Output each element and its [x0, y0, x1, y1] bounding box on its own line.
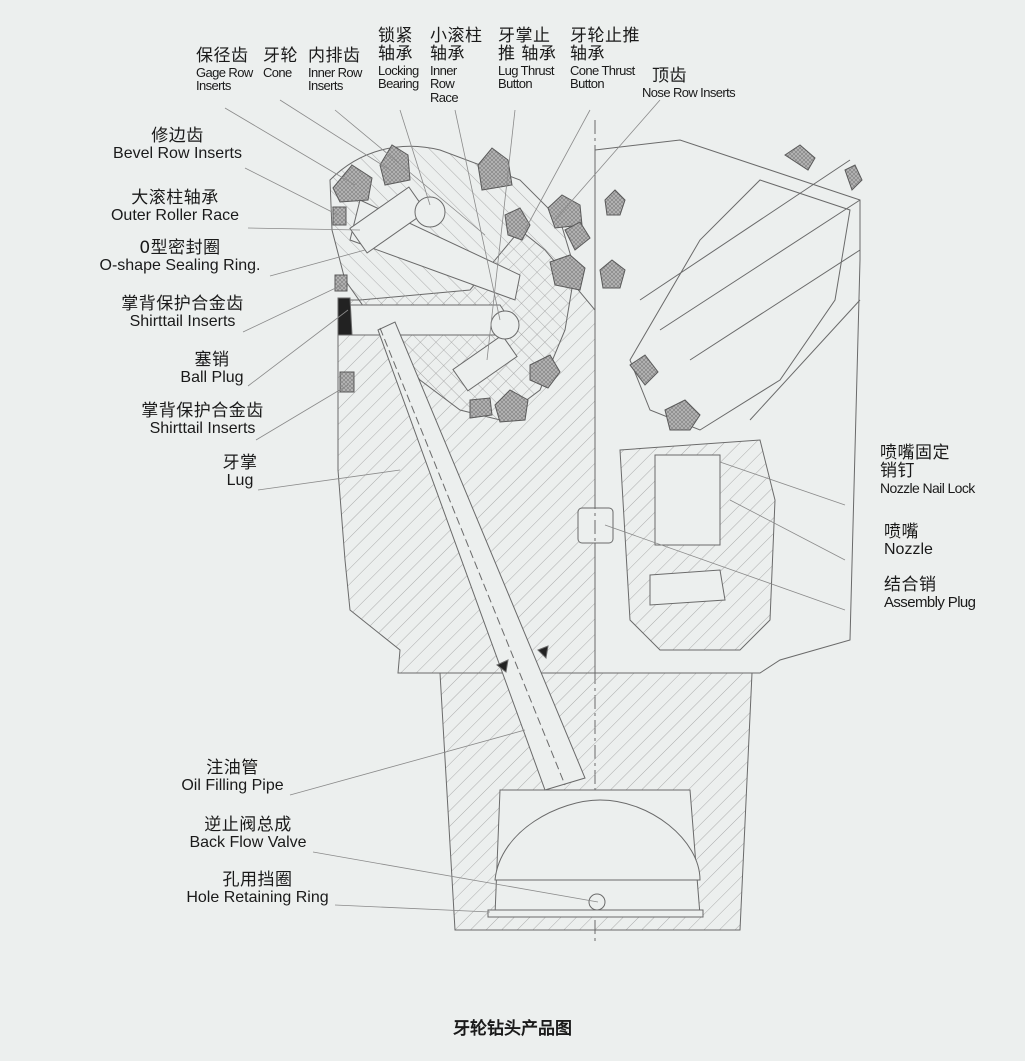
label-nose-row-inserts: 顶齿 Nose Row Inserts	[642, 66, 742, 100]
label-assembly-zh: 结合销	[884, 575, 937, 595]
locking-ball	[414, 196, 446, 228]
label-inner-race-en: Inner Row Race	[430, 62, 459, 105]
label-oring-en: O-shape Sealing Ring.	[99, 256, 261, 274]
label-shirttail1-en: Shirttail Inserts	[129, 312, 236, 330]
label-lug-thrust-en: Lug Thrust Button	[498, 62, 555, 92]
nozzle-bore	[654, 454, 721, 546]
oil-filling-pipe	[377, 321, 586, 791]
label-o-ring: 0型密封圈 O-shape Sealing Ring.	[85, 238, 275, 275]
label-shirttail2-en: Shirttail Inserts	[149, 419, 256, 437]
label-assembly-en: Assembly Plug	[884, 593, 976, 611]
label-nozzle-en: Nozzle	[884, 540, 933, 558]
label-oil-pipe-en: Oil Filling Pipe	[181, 776, 284, 794]
label-oil-pipe: 注油管 Oil Filling Pipe	[170, 758, 295, 795]
label-locking-zh: 锁紧 轴承	[378, 26, 413, 64]
label-ball-plug-en: Ball Plug	[180, 368, 244, 386]
label-cone-thrust: 牙轮止推 轴承 Cone Thrust Button	[570, 26, 650, 92]
label-outer-race-en: Outer Roller Race	[110, 206, 240, 224]
figure-caption: 牙轮钻头产品图	[453, 1019, 572, 1039]
label-oil-pipe-zh: 注油管	[206, 758, 259, 778]
label-back-flow: 逆止阀总成 Back Flow Valve	[178, 815, 318, 852]
label-gage-en: Gage Row Inserts	[196, 64, 253, 94]
label-oring-zh: 0型密封圈	[139, 238, 221, 258]
label-gage-row-inserts: 保径齿 Gage Row Inserts	[196, 46, 256, 94]
label-inner-row-inserts: 内排齿 Inner Row Inserts	[308, 46, 378, 94]
label-cone-en: Cone	[263, 64, 292, 80]
label-shirttail-1: 掌背保护合金齿 Shirttail Inserts	[110, 294, 255, 331]
label-inner-race: 小滚柱 轴承 Inner Row Race	[430, 26, 490, 105]
shirttail-insert-2	[339, 371, 355, 393]
label-lug-thrust-zh: 牙掌止推 轴承	[498, 26, 557, 64]
label-inner-row-en: Inner Row Inserts	[308, 64, 362, 94]
label-nozzle-lock-zh: 喷嘴固定 销钉	[880, 443, 950, 481]
label-nozzle: 喷嘴 Nozzle	[884, 522, 933, 559]
label-ball-plug: 塞销 Ball Plug	[172, 350, 252, 387]
label-cone-thrust-en: Cone Thrust Button	[570, 62, 635, 92]
label-shirttail1-zh: 掌背保护合金齿	[121, 294, 244, 314]
inner-row-insert	[477, 147, 513, 191]
label-gage-zh: 保径齿	[196, 46, 249, 66]
label-cone-zh: 牙轮	[263, 46, 298, 66]
label-nose-zh: 顶齿	[652, 66, 687, 86]
label-nozzle-zh: 喷嘴	[884, 522, 919, 542]
bevel-insert	[332, 206, 347, 226]
label-locking-en: Locking Bearing	[378, 62, 419, 92]
shirttail-insert-1	[334, 274, 348, 292]
label-outer-roller: 大滚柱轴承 Outer Roller Race	[100, 188, 250, 225]
label-back-valve-en: Back Flow Valve	[189, 833, 307, 851]
label-back-valve-zh: 逆止阀总成	[204, 815, 292, 835]
label-bevel-en: Bevel Row Inserts	[113, 144, 242, 162]
label-nozzle-lock-en: Nozzle Nail Lock	[880, 479, 975, 496]
label-retaining-zh: 孔用挡圈	[222, 870, 293, 890]
outer-roller-race	[349, 186, 427, 254]
label-locking-bearing: 锁紧 轴承 Locking Bearing	[378, 26, 423, 92]
label-inner-race-zh: 小滚柱 轴承	[430, 26, 483, 64]
retaining-ring-part	[487, 909, 704, 918]
label-lug-zh: 牙掌	[222, 453, 258, 473]
label-assembly-plug: 结合销 Assembly Plug	[884, 575, 976, 611]
inserts-group	[332, 144, 863, 431]
label-bevel-row: 修边齿 Bevel Row Inserts	[100, 126, 255, 163]
label-shirttail-2: 掌背保护合金齿 Shirttail Inserts	[125, 401, 280, 438]
label-ball-plug-zh: 塞销	[194, 350, 230, 370]
ball-plug-part	[337, 297, 353, 336]
label-retaining-ring: 孔用挡圈 Hole Retaining Ring	[175, 870, 340, 907]
label-lug: 牙掌 Lug	[205, 453, 275, 490]
label-lug-en: Lug	[226, 471, 254, 489]
label-inner-row-zh: 内排齿	[308, 46, 361, 66]
label-lug-thrust: 牙掌止推 轴承 Lug Thrust Button	[498, 26, 566, 92]
journal-pin	[341, 304, 511, 336]
leader-lines	[224, 99, 846, 913]
label-nozzle-lock: 喷嘴固定 销钉 Nozzle Nail Lock	[880, 443, 980, 496]
label-shirttail2-zh: 掌背保护合金齿	[141, 401, 264, 421]
label-outer-race-zh: 大滚柱轴承	[131, 188, 219, 208]
back-flow-valve-dome	[494, 799, 701, 881]
inner-roller-race	[452, 334, 518, 392]
label-bevel-zh: 修边齿	[151, 126, 204, 146]
label-nose-en: Nose Row Inserts	[642, 84, 736, 100]
label-cone: 牙轮 Cone	[263, 46, 298, 80]
label-retaining-en: Hole Retaining Ring	[186, 888, 329, 906]
label-cone-thrust-zh: 牙轮止推 轴承	[570, 26, 640, 64]
